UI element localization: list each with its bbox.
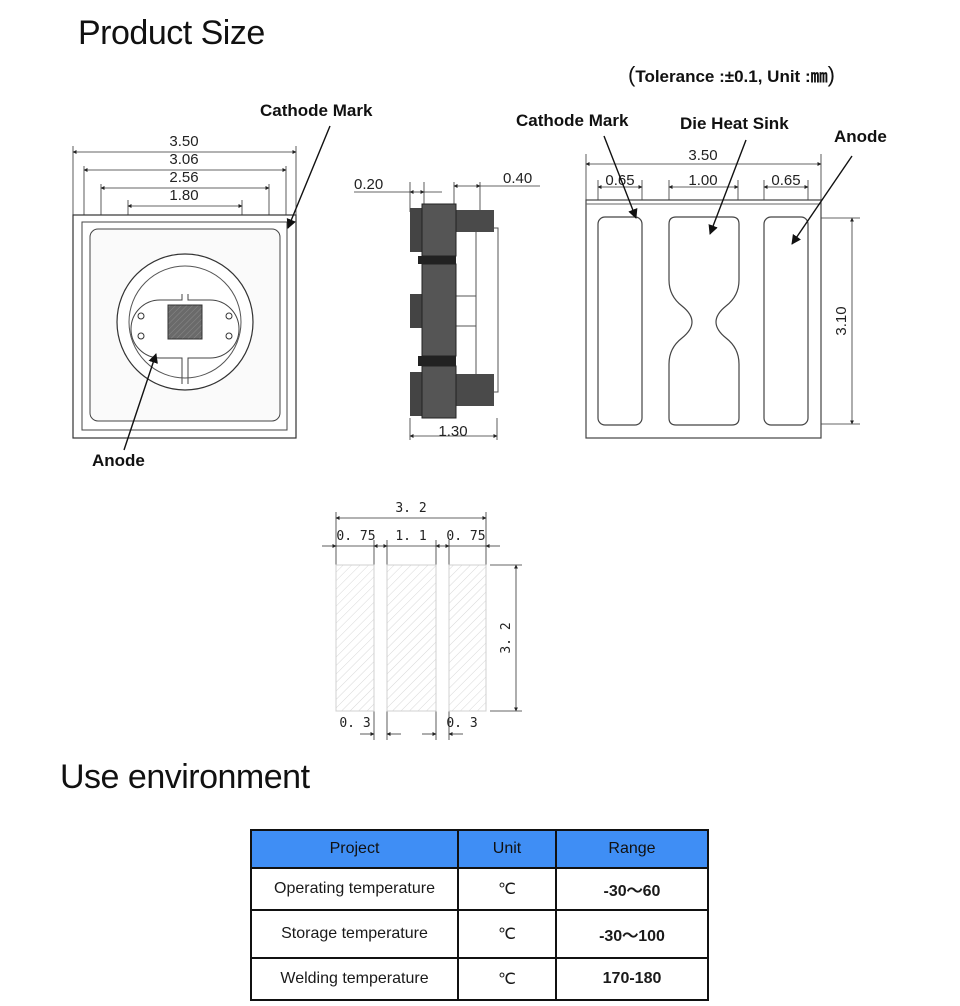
table-header-row: Project Unit Range: [250, 829, 709, 869]
bottom-cathode-pad: [597, 216, 643, 426]
footprint-pad-left: [335, 564, 375, 712]
footprint-dim-mid: 1. 1: [395, 529, 426, 544]
side-view: 0.20 0.40 1.30: [354, 170, 540, 440]
front-pad-dot: [225, 312, 233, 320]
cell-unit: ℃: [457, 909, 557, 959]
bottom-heat-sink-leader: [708, 139, 747, 235]
front-inner-frame: [81, 221, 288, 431]
bottom-anode-leader: [791, 155, 853, 245]
dimension-drawings: 3.50 3.06 2.56 1.80 Cathode Mark Anode: [72, 101, 887, 740]
front-pad-dot: [137, 332, 145, 340]
side-terminal: [410, 372, 422, 416]
side-dim-130: 1.30: [438, 423, 467, 440]
side-body-lower: [421, 365, 457, 419]
side-tab: [454, 210, 494, 232]
header-project: Project: [250, 829, 459, 869]
side-view-dimension-lines: [354, 182, 540, 440]
bottom-dim-100: 1.00: [688, 172, 717, 189]
header-unit: Unit: [457, 829, 557, 869]
bottom-anode-pad: [763, 216, 809, 426]
cell-range: -30～60: [555, 867, 709, 911]
bottom-heat-sink-pad: [668, 216, 740, 426]
table-row: Storage temperature ℃ -30～100: [250, 909, 709, 959]
bottom-dim-350: 3.50: [688, 147, 717, 164]
footprint-gap-right: 0. 3: [446, 716, 477, 731]
front-dim-256: 2.56: [169, 169, 198, 186]
footprint-pad-right: [448, 564, 487, 712]
front-lens-inner: [128, 265, 242, 379]
cell-project: Operating temperature: [250, 867, 459, 911]
side-window: [455, 295, 477, 327]
cell-unit: ℃: [457, 867, 557, 911]
front-pad-dot: [137, 312, 145, 320]
footprint-dim-left: 0. 75: [336, 529, 375, 544]
front-dim-306: 3.06: [169, 151, 198, 168]
side-dim-040: 0.40: [503, 170, 532, 187]
footprint-pad-center: [386, 564, 437, 712]
use-environment-heading: Use environment: [60, 758, 310, 796]
bottom-heat-sink-label: Die Heat Sink: [680, 114, 789, 133]
bottom-dim-065-right: 0.65: [771, 172, 800, 189]
cell-project: Storage temperature: [250, 909, 459, 959]
front-dim-180: 1.80: [169, 187, 198, 204]
front-anode-leader: [123, 353, 158, 451]
cell-range: -30～100: [555, 909, 709, 959]
tolerance-text: Tolerance :±0.1, Unit :㎜: [635, 67, 828, 86]
header-range: Range: [555, 829, 709, 869]
side-body-mid: [421, 263, 457, 357]
side-terminal: [410, 208, 422, 252]
environment-table: Project Unit Range Operating temperature…: [250, 829, 709, 1001]
front-cathode-mark-label: Cathode Mark: [260, 101, 373, 120]
footprint-gap-left: 0. 3: [339, 716, 370, 731]
footprint-dim-right: 0. 75: [446, 529, 485, 544]
tolerance-open-paren: (: [628, 62, 636, 87]
side-body-divider: [418, 256, 456, 264]
side-tab: [454, 374, 494, 406]
side-body-divider: [418, 356, 456, 366]
side-lens-body: [475, 227, 499, 393]
front-view: 3.50 3.06 2.56 1.80 Cathode Mark Anode: [72, 101, 373, 470]
front-dim-350: 3.50: [169, 133, 198, 150]
tolerance-note: (Tolerance :±0.1, Unit :㎜): [628, 62, 835, 88]
footprint-dim-total: 3. 2: [395, 501, 426, 516]
cell-project: Welding temperature: [250, 957, 459, 1001]
front-pad-dot: [225, 332, 233, 340]
bottom-dim-065-left: 0.65: [605, 172, 634, 189]
bottom-cathode-mark-label: Cathode Mark: [516, 111, 629, 130]
table-row: Operating temperature ℃ -30～60: [250, 867, 709, 911]
bottom-anode-label: Anode: [834, 127, 887, 146]
bottom-view: 3.50 0.65 1.00 0.65 3.10 Cathode Mark Di…: [516, 111, 887, 439]
bottom-cathode-leader: [603, 135, 638, 219]
tolerance-close-paren: ): [827, 62, 835, 87]
footprint-dim-height: 3. 2: [499, 622, 514, 653]
front-chip-die: [167, 304, 203, 340]
product-size-heading: Product Size: [78, 14, 265, 52]
side-body-upper: [421, 203, 457, 257]
side-terminal: [410, 294, 422, 328]
table-row: Welding temperature ℃ 170-180: [250, 957, 709, 1001]
front-anode-label: Anode: [92, 451, 145, 470]
cell-range: 170-180: [555, 957, 709, 1001]
footprint-view: 3. 2 0. 75 1. 1 0. 75 3. 2 0. 3 0. 3: [322, 501, 522, 740]
front-cathode-leader: [286, 125, 331, 229]
bottom-dim-310: 3.10: [833, 306, 850, 335]
side-dim-020: 0.20: [354, 176, 383, 193]
cell-unit: ℃: [457, 957, 557, 1001]
footprint-dimension-lines: [322, 512, 522, 740]
